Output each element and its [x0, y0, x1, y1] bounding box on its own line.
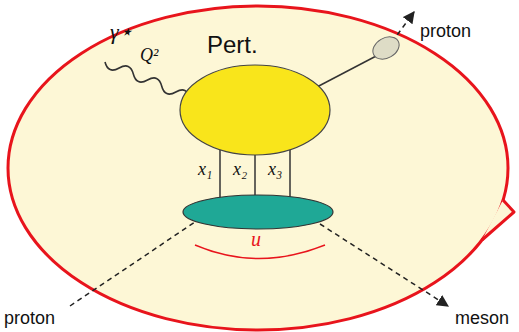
particle-label: proton — [420, 22, 471, 42]
particle-label: meson — [455, 309, 509, 329]
speech-bubble — [8, 6, 508, 330]
particle-label: proton — [4, 309, 55, 329]
tda-blob — [183, 195, 333, 229]
proton-arrow — [392, 12, 414, 42]
hard-blob — [180, 65, 330, 155]
parton-line — [219, 145, 221, 200]
mandelstam-label: u — [251, 228, 261, 250]
virtuality-label: Q² — [140, 46, 158, 66]
photon-label: γ⋆ — [110, 20, 133, 44]
proton-line — [315, 54, 380, 88]
meson-arrow — [320, 224, 448, 306]
parton-line — [289, 145, 291, 200]
bubble-tail — [482, 200, 514, 240]
momentum-fraction: x₁ — [198, 160, 212, 180]
momentum-fraction: x₂ — [233, 160, 247, 180]
proton-in-line — [70, 222, 195, 306]
momentum-fraction: x₃ — [268, 160, 282, 180]
bubble-tail-fill — [482, 200, 514, 240]
blob-label: Pert. — [207, 32, 258, 58]
photon-line — [105, 62, 190, 98]
proton-da-blob — [369, 32, 403, 63]
